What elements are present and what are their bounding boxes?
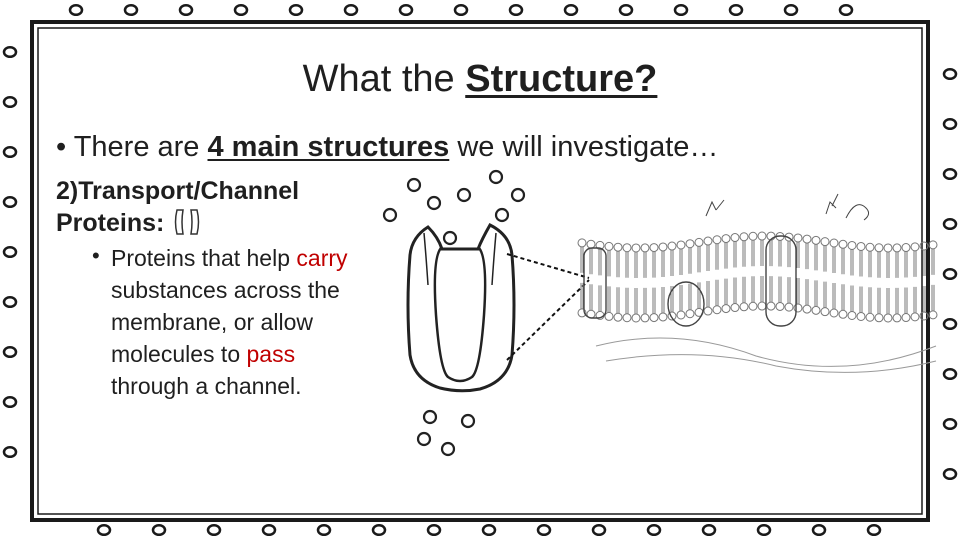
bullet-prefix: There are [73,131,208,163]
sub-text-1: Proteins that help [111,245,297,271]
sub-text-3: through a channel. [111,373,302,399]
keyword-pass: pass [246,341,296,367]
connector-lines-icon [506,253,590,361]
heading-line-1: 2)Transport/Channel [56,177,300,205]
sub-bullet-marker: • [92,243,100,268]
bullet-suffix: we will investigate… [449,131,719,163]
sub-bullet: Proteins that help carry substances acro… [111,242,351,402]
channel-protein-icon [175,209,200,235]
main-bullet: • There are 4 main structures we will in… [56,131,718,164]
section-heading: 2)Transport/Channel Proteins: [56,175,299,239]
channel-protein-diagram-icon [382,169,526,457]
bullet-emphasis: 4 main structures [207,131,450,163]
slide-title: What the Structure? [0,58,960,101]
cell-membrane-icon [577,193,938,373]
bullet-marker: • [56,131,67,163]
heading-line-2: Proteins: [56,209,165,237]
title-prefix: What the [302,58,466,100]
keyword-carry: carry [296,245,348,271]
title-emphasis: Structure? [465,58,658,100]
sub-text-2: substances across the membrane, or allow… [111,277,340,367]
